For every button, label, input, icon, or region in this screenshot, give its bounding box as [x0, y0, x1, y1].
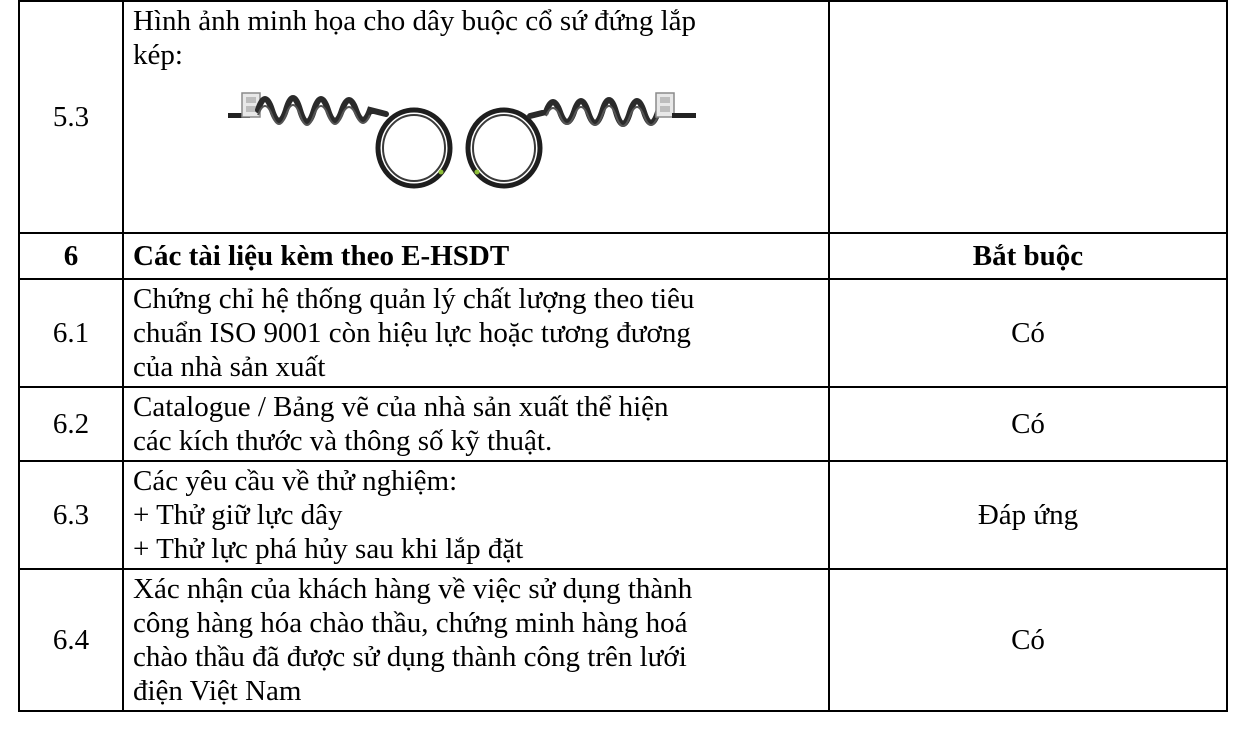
description-line: Catalogue / Bảng vẽ của nhà sản xuất thể…: [133, 391, 669, 423]
description-line: các kích thước và thông số kỹ thuật.: [133, 425, 553, 457]
row-number: 6.2: [18, 386, 124, 462]
tie-wire-illustration: [228, 92, 696, 189]
description-line: Chứng chỉ hệ thống quản lý chất lượng th…: [133, 283, 695, 315]
row-requirement: Có: [828, 386, 1228, 462]
table-row-6-2: 6.2 Catalogue / Bảng vẽ của nhà sản xuất…: [18, 386, 1228, 462]
row-number: 6.3: [18, 460, 124, 570]
row-requirement: Đáp ứng: [828, 460, 1228, 570]
description-line: kép:: [133, 39, 183, 71]
section-number: 6: [18, 232, 124, 280]
row-description: Chứng chỉ hệ thống quản lý chất lượng th…: [122, 278, 830, 388]
row-description: Catalogue / Bảng vẽ của nhà sản xuất thể…: [122, 386, 830, 462]
row-requirement: Có: [828, 568, 1228, 712]
row-number: 6.1: [18, 278, 124, 388]
right-tie-wire-image: [465, 92, 696, 189]
requirements-table: 5.3 Hình ảnh minh họa cho dây buộc cổ sứ…: [18, 0, 1228, 712]
description-line: điện Việt Nam: [133, 675, 302, 707]
table-row-6-1: 6.1 Chứng chỉ hệ thống quản lý chất lượn…: [18, 278, 1228, 388]
row-number: 6.4: [18, 568, 124, 712]
description-line: + Thử lực phá hủy sau khi lắp đặt: [133, 533, 524, 565]
description-line: Các yêu cầu về thử nghiệm:: [133, 465, 458, 497]
table-row-6-3: 6.3 Các yêu cầu về thử nghiệm: + Thử giữ…: [18, 460, 1228, 570]
description-line: Xác nhận của khách hàng về việc sử dụng …: [133, 573, 693, 605]
description-line: Hình ảnh minh họa cho dây buộc cổ sứ đứn…: [133, 5, 696, 37]
row-description: Xác nhận của khách hàng về việc sử dụng …: [122, 568, 830, 712]
description-line: của nhà sản xuất: [133, 351, 326, 383]
row-requirement: [828, 0, 1228, 234]
table-row-6: 6 Các tài liệu kèm theo E-HSDT Bắt buộc: [18, 232, 1228, 280]
row-description: Hình ảnh minh họa cho dây buộc cổ sứ đứn…: [122, 0, 830, 234]
row-requirement: Có: [828, 278, 1228, 388]
table-row-6-4: 6.4 Xác nhận của khách hàng về việc sử d…: [18, 568, 1228, 712]
section-requirement-header: Bắt buộc: [828, 232, 1228, 280]
left-tie-wire-image: [228, 92, 453, 189]
row-description: Các yêu cầu về thử nghiệm: + Thử giữ lực…: [122, 460, 830, 570]
description-line: + Thử giữ lực dây: [133, 499, 343, 531]
description-line: công hàng hóa chào thầu, chứng minh hàng…: [133, 607, 688, 639]
table-row-5-3: 5.3 Hình ảnh minh họa cho dây buộc cổ sứ…: [18, 0, 1228, 234]
section-title: Các tài liệu kèm theo E-HSDT: [122, 232, 830, 280]
row-number: 5.3: [18, 0, 124, 234]
description-line: chào thầu đã được sử dụng thành công trê…: [133, 641, 687, 673]
description-line: chuẩn ISO 9001 còn hiệu lực hoặc tương đ…: [133, 317, 691, 349]
